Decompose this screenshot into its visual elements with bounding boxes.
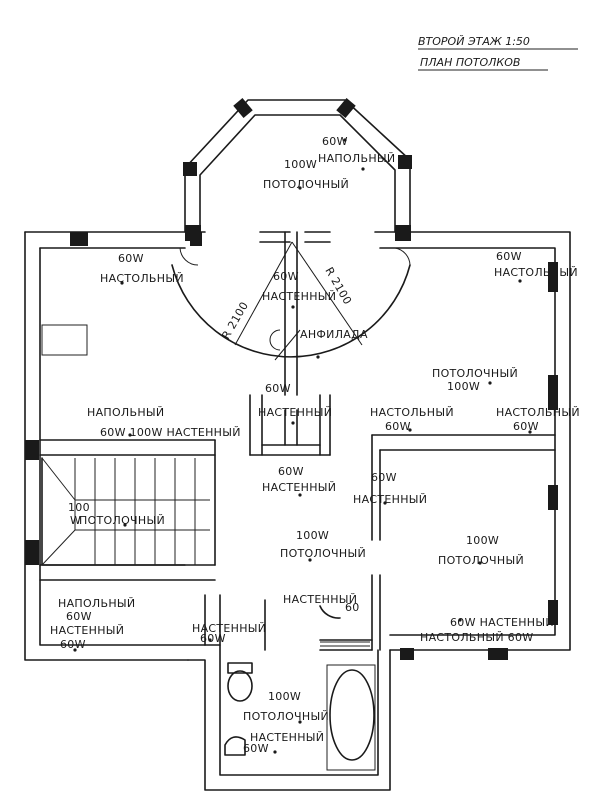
label-hall-wall3-w: 60 — [345, 601, 360, 614]
label-west-floor: НАПОЛЬНЫЙ — [87, 406, 164, 419]
label-stair-ceiling: ПОТОЛОЧНЫЙ — [79, 514, 165, 527]
label-stair-w: 100 — [68, 501, 90, 514]
label-corr-wall: НАСТЕННЫЙ — [258, 406, 332, 419]
label-west-mix: 60W 100W НАСТЕННЫЙ — [100, 426, 241, 439]
label-sw-wall: НАСТЕННЫЙ — [50, 624, 124, 637]
label-bay-ceiling-w: 100W — [284, 158, 317, 171]
label-nw-table: НАСТОЛЬНЫЙ — [100, 272, 184, 285]
label-bath-wall-w: 60W — [243, 742, 269, 755]
label-east-table2-w: 60W — [513, 420, 539, 433]
label-east-ceiling: ПОТОЛОЧНЫЙ — [432, 367, 518, 380]
label-bay-floor: НАПОЛЬНЫЙ — [318, 152, 395, 165]
label-bay-floor-w: 60W — [322, 135, 348, 148]
label-hall-wall: НАСТЕННЫЙ — [262, 290, 336, 303]
label-center-wall-w: 60W — [278, 465, 304, 478]
outer-walls — [24, 99, 571, 791]
label-sw-floor: НАПОЛЬНЫЙ — [58, 597, 135, 610]
label-se-ceiling-w: 100W — [466, 534, 499, 547]
label-mid-ceiling: ПОТОЛОЧНЫЙ — [280, 547, 366, 560]
label-ne-table: НАСТОЛЬНЫЙ — [494, 266, 578, 279]
title-block: ВТОРОЙ ЭТАЖ 1:50 ПЛАН ПОТОЛКОВ — [418, 35, 578, 71]
label-bath-ceiling-w: 100W — [268, 690, 301, 703]
plan-subtitle: ПЛАН ПОТОЛКОВ — [420, 56, 520, 69]
wall-pillars — [25, 98, 558, 660]
label-sw-wall-w: 60W — [60, 638, 86, 651]
label-ne-table-w: 60W — [496, 250, 522, 263]
plan-title: ВТОРОЙ ЭТАЖ 1:50 — [418, 35, 530, 48]
light-points — [73, 138, 532, 754]
label-stair-w2: W — [70, 514, 81, 527]
radius-label-left: R 2100 — [219, 300, 251, 342]
label-corr-wall-w: 60W — [265, 382, 291, 395]
label-hall-wall3: НАСТЕННЫЙ — [283, 593, 357, 606]
label-bay-ceiling: ПОТОЛОЧНЫЙ — [263, 178, 349, 191]
fixture-labels: 60W НАПОЛЬНЫЙ 100W ПОТОЛОЧНЫЙ 60W НАСТОЛ… — [50, 135, 580, 755]
label-sw-wall2-w: 60W — [200, 632, 226, 645]
label-sw-floor-w: 60W — [66, 610, 92, 623]
label-nw-table-w: 60W — [118, 252, 144, 265]
arc-label: АНФИЛАДА — [300, 328, 368, 341]
label-bath-wall: НАСТЕННЫЙ — [250, 731, 324, 744]
label-east-table2: НАСТОЛЬНЫЙ — [496, 406, 580, 419]
label-center-wall: НАСТЕННЫЙ — [262, 481, 336, 494]
label-center-wall2: НАСТЕННЫЙ — [353, 493, 427, 506]
bathtub — [329, 669, 375, 761]
label-mid-ceiling-w: 100W — [296, 529, 329, 542]
round-hall — [171, 241, 411, 619]
label-east-table1-w: 60W — [385, 420, 411, 433]
label-se-wall: 60W НАСТЕННЫЙ — [450, 616, 554, 629]
staircase — [41, 457, 210, 566]
label-hall-wall-w: 60W — [273, 270, 299, 283]
label-east-ceiling-w: 100W — [447, 380, 480, 393]
label-se-ceiling: ПОТОЛОЧНЫЙ — [438, 554, 524, 567]
label-sw-wall2: НАСТЕННЫЙ — [192, 622, 266, 635]
toilet — [227, 670, 253, 702]
label-se-table: НАСТОЛЬНЫЙ 60W — [420, 631, 533, 644]
bathroom-fixtures — [224, 641, 376, 771]
label-bath-ceiling: ПОТОЛОЧНЫЙ — [243, 710, 329, 723]
label-east-table1: НАСТОЛЬНЫЙ — [370, 406, 454, 419]
label-center-wall2-w: 60W — [371, 471, 397, 484]
